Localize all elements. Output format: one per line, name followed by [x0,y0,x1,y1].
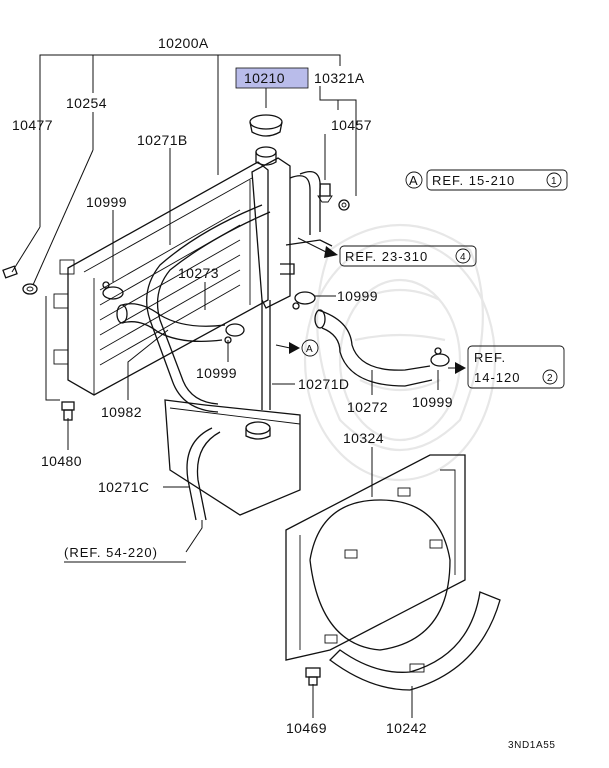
bolt-10477 [2,265,18,279]
label-10999-b: 10999 [337,288,378,304]
ref1-letter: A [409,173,419,188]
label-10477: 10477 [12,117,53,133]
arrow-ref-14 [448,362,466,374]
label-10200a: 10200A [158,35,209,51]
ref1-text: REF. 15-210 [432,173,515,188]
fan-shroud [285,454,466,661]
label-10457: 10457 [331,117,372,133]
lower-hose-10273 [116,303,226,342]
ref1-num: 1 [551,176,557,187]
ref3-line1: REF. [474,350,506,365]
ref3-line2: 14-120 [474,370,520,385]
overflow-hose-b [146,204,271,413]
watermark [303,224,497,482]
upper-hose [280,170,333,275]
clamp-3 [224,323,245,344]
fan-shroud-lower [329,591,501,691]
figure-code: 3ND1A55 [508,740,556,751]
label-10272: 10272 [347,399,388,415]
leader-lines [11,54,439,718]
pipe-10271d [261,300,271,410]
label-10480: 10480 [41,453,82,469]
ref-box-23-310 [339,245,477,267]
arrow-a [275,339,319,357]
arrow-ref-23 [297,237,338,258]
ref2-num: 4 [460,252,466,263]
label-10271c: 10271C [98,479,149,495]
arrow-a-letter: A [306,344,313,355]
clamp-4 [430,347,450,367]
ref-box-15-210 [405,169,568,191]
reservoir-tank [164,399,301,521]
label-10271d: 10271D [298,376,349,392]
label-10999-c: 10999 [196,365,237,381]
label-10321a: 10321A [314,70,365,86]
label-10999-d: 10999 [412,394,453,410]
lower-hose-10272 [314,309,433,387]
label-10271b: 10271B [137,132,188,148]
bolt-10469 [305,667,321,686]
clamp-1 [102,281,124,300]
ref2-text: REF. 23-310 [345,249,428,264]
label-10242: 10242 [386,720,427,736]
bolt-10480 [61,401,75,421]
bushing-10254 [22,283,38,295]
label-10999-a: 10999 [86,194,127,210]
ref3-num: 2 [547,373,553,384]
highlight-10210 [235,67,309,89]
label-10210: 10210 [244,70,285,86]
clamp-2 [292,291,316,310]
label-10469: 10469 [286,720,327,736]
label-10273: 10273 [178,265,219,281]
ref-box-14-120 [467,345,565,389]
radiator-cap [249,114,283,166]
label-10324: 10324 [343,430,384,446]
ref4-text: (REF. 54-220) [64,545,158,560]
label-10254: 10254 [66,95,107,111]
label-10982: 10982 [101,404,142,420]
drain-bolt [317,183,350,211]
